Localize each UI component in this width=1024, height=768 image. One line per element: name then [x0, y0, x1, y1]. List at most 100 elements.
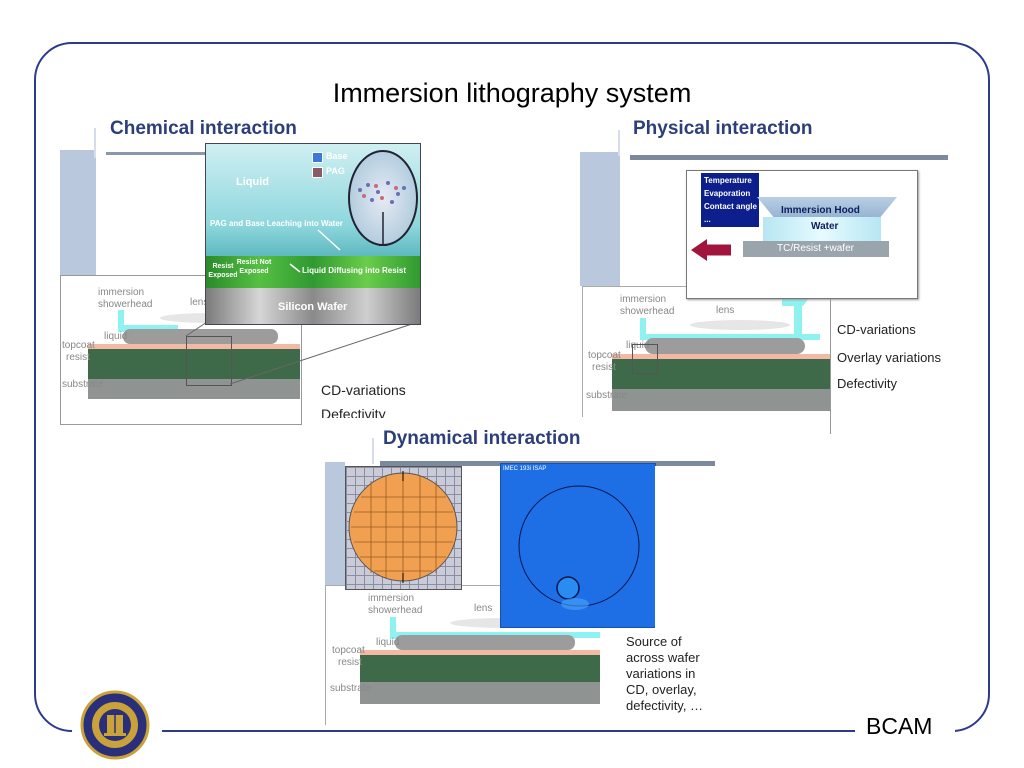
effect-line-4: CD, overlay, — [626, 682, 697, 697]
leaching-label: PAG and Base Leaching into Water — [210, 219, 343, 228]
param-contact-angle: Contact angle — [704, 202, 757, 211]
substrate-label: substrate — [62, 379, 104, 390]
water-label: Water — [811, 221, 839, 232]
topcoat-layer — [360, 650, 600, 655]
leaching-arrow — [317, 229, 341, 251]
showerhead-shape — [640, 318, 646, 340]
substrate-label: substrate — [330, 683, 372, 694]
effect-line-2: across wafer — [626, 650, 700, 665]
zoom-box — [186, 336, 232, 386]
base-legend-label: Base — [326, 151, 348, 161]
overlay-variations-text: Overlay variations — [837, 350, 942, 365]
liquid-shape — [645, 338, 805, 354]
response-circles — [518, 485, 640, 610]
stack-bar — [743, 241, 889, 257]
pag-legend-swatch — [312, 167, 323, 178]
resist-not-exposed-label: Resist Not Exposed — [236, 259, 272, 275]
liquid-shape — [395, 635, 575, 650]
parameters-box — [701, 173, 759, 227]
param-temperature: Temperature — [704, 176, 752, 185]
lens-shape — [690, 320, 790, 330]
cd-variations-text: CD-variations — [321, 382, 406, 398]
zoom-box — [632, 344, 658, 374]
effect-line-5: defectivity, … — [626, 698, 704, 713]
slide-title: Immersion lithography system — [332, 78, 692, 108]
frame-gap — [855, 720, 955, 744]
slide-frame — [34, 42, 990, 732]
dynamical-title: Dynamical interaction — [383, 428, 581, 449]
defectivity-text: Defectivity — [837, 376, 897, 391]
lens-label: lens — [190, 297, 209, 308]
wafer-die-map — [345, 466, 462, 590]
decor-line — [618, 130, 620, 156]
liquid-label: liquid — [626, 340, 650, 351]
decor-line — [372, 438, 374, 464]
topcoat-label: topcoat — [588, 350, 621, 361]
lens-label: lens — [716, 305, 735, 316]
liquid-label: liquid — [104, 331, 128, 342]
chemical-inset: Base PAG Liquid PAG and Base Leaching in… — [205, 143, 421, 325]
showerhead-label: showerhead — [368, 605, 423, 616]
diffusing-label: Liquid Diffusing into Resist — [302, 266, 406, 275]
decor-bar — [325, 462, 345, 590]
schematic-edge — [830, 286, 831, 434]
map-side-panel — [655, 466, 715, 631]
decor-line — [630, 155, 948, 160]
effect-line-3: variations in — [626, 666, 696, 681]
substrate-layer — [612, 389, 830, 411]
pag-legend-label: PAG — [326, 166, 345, 176]
decor-bar — [60, 150, 96, 276]
substrate-layer — [88, 379, 300, 399]
topcoat-layer — [612, 354, 830, 359]
param-evaporation: Evaporation — [704, 189, 751, 198]
university-seal-icon — [80, 690, 150, 760]
left-arrow-icon — [691, 239, 731, 261]
substrate-layer — [360, 682, 600, 704]
liquid-inset-label: Liquid — [236, 176, 269, 188]
wafer-response-map: IMEC 193i ISAP — [500, 463, 656, 628]
decor-line — [94, 128, 96, 158]
resist-layer — [88, 349, 300, 379]
footer-bcam: BCAM — [866, 713, 933, 739]
resist-layer — [612, 359, 830, 389]
zoom-lines — [185, 321, 419, 385]
showerhead-shape — [794, 300, 802, 336]
map-label: IMEC 193i ISAP — [503, 466, 547, 472]
topcoat-label: topcoat — [62, 340, 95, 351]
liquid-label: liquid — [376, 637, 400, 648]
molecule-dots — [358, 181, 406, 246]
resist-band — [206, 256, 420, 288]
showerhead-label: showerhead — [98, 299, 153, 310]
resist-label: resist — [338, 657, 362, 668]
base-legend-swatch — [312, 152, 323, 163]
showerhead-shape — [118, 310, 124, 332]
stack-label: TC/Resist +wafer — [777, 243, 854, 254]
wafer-band — [206, 288, 420, 324]
diffusing-arrow — [289, 263, 301, 273]
physical-inset: Temperature Evaporation Contact angle ..… — [686, 170, 918, 299]
resist-exposed-label: Resist Exposed — [208, 263, 238, 279]
defectivity-text: Defectivity — [321, 406, 386, 418]
immersion-label: immersion — [620, 294, 667, 305]
wafer-label: Silicon Wafer — [278, 301, 348, 313]
hood-label: Immersion Hood — [781, 205, 860, 216]
param-more: ... — [704, 215, 711, 224]
effect-line-1: Source of — [626, 634, 682, 649]
defectivity-clip: Defectivity — [318, 404, 418, 418]
lens-label: lens — [474, 603, 493, 614]
topcoat-layer — [88, 344, 300, 349]
showerhead-shape — [390, 617, 396, 639]
showerhead-shape — [640, 334, 820, 340]
showerhead-label: showerhead — [620, 306, 675, 317]
decor-line — [106, 152, 210, 155]
immersion-label: immersion — [368, 593, 415, 604]
chemical-title: Chemical interaction — [110, 118, 297, 139]
resist-label: resist — [66, 352, 90, 363]
water-shape — [763, 217, 881, 241]
decor-bar — [580, 152, 620, 286]
resist-layer — [360, 655, 600, 682]
wafer-dies — [348, 471, 458, 583]
resist-label: resist — [592, 362, 616, 373]
cd-variations-text: CD-variations — [837, 322, 916, 337]
immersion-label: immersion — [98, 287, 145, 298]
